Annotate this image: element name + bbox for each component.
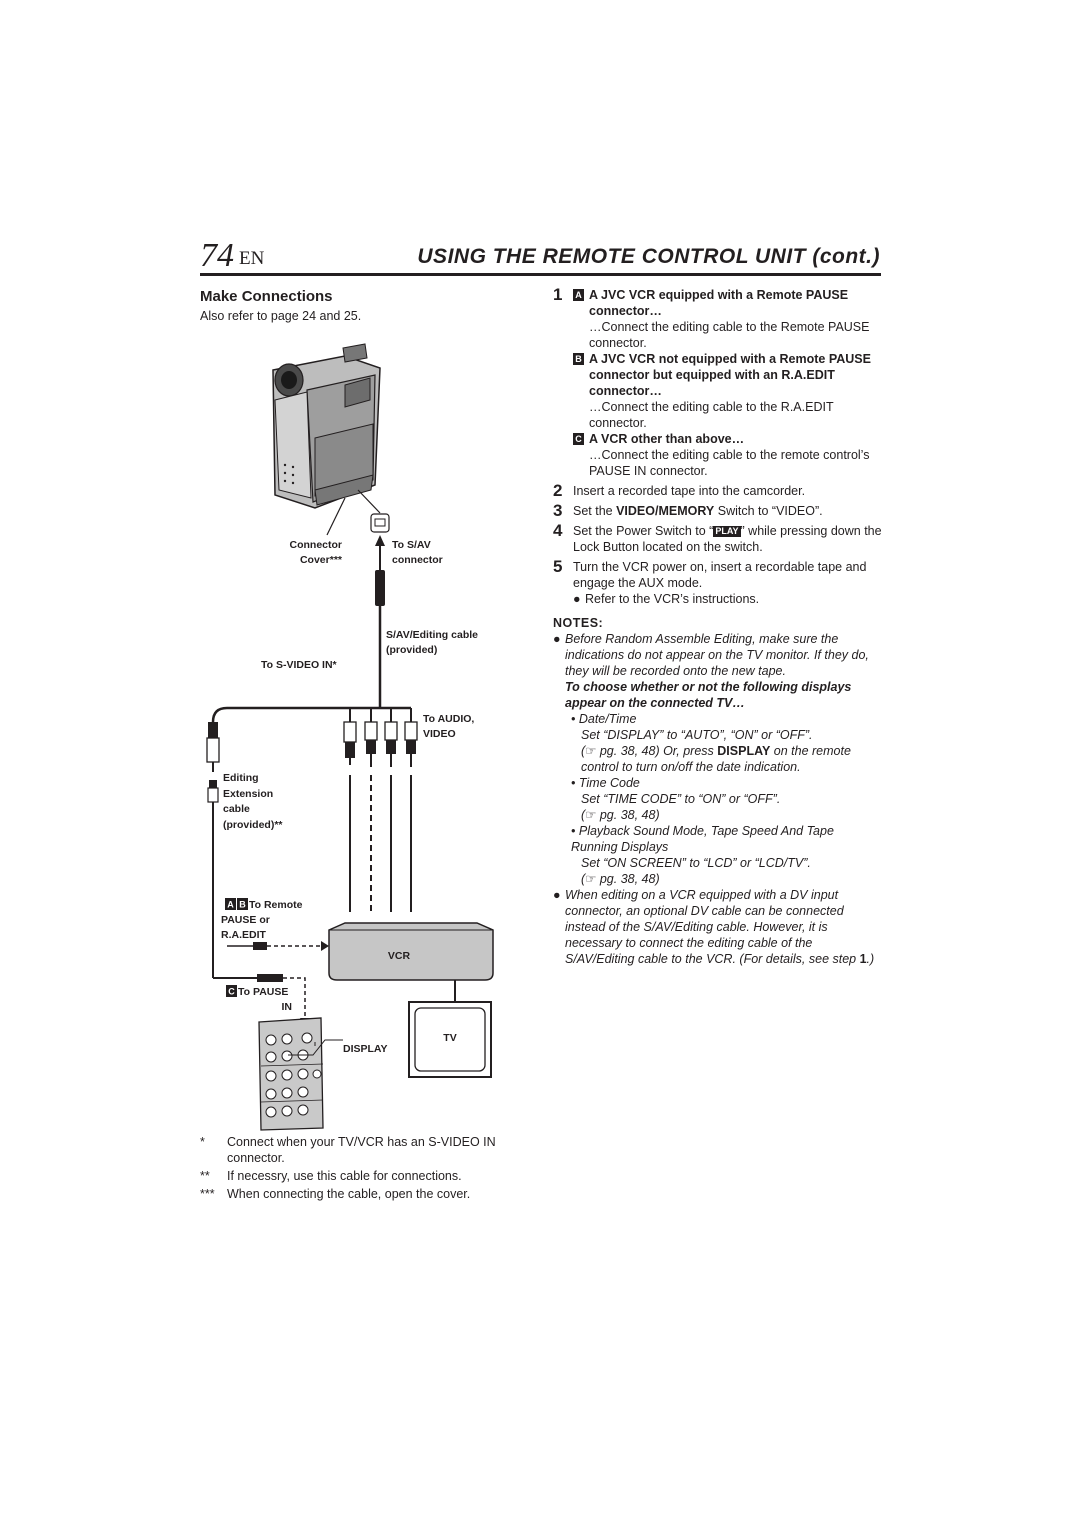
section-title: Make Connections [200,288,333,305]
step-1-option-a: A A JVC VCR equipped with a Remote PAUSE… [573,287,883,351]
step-3: 3 Set the VIDEO/MEMORY Switch to “VIDEO”… [553,501,823,520]
display-label: DISPLAY [343,1043,388,1055]
footnote-3: *** When connecting the cable, open the … [200,1187,471,1201]
header-rule [200,273,881,276]
to-pause-label-2: IN [282,1001,293,1013]
connection-diagram: Connector Cover*** To S/AV connector S/A… [206,343,494,1131]
connector-cover-label: Connector [290,539,343,551]
page-header-title: USING THE REMOTE CONTROL UNIT (cont.) [417,245,880,268]
step-2: 2 Insert a recorded tape into the camcor… [553,481,806,500]
sav-cable-label: S/AV/Editing cable [386,629,478,641]
footnote-1: * Connect when your TV/VCR has an S-VIDE… [200,1135,496,1165]
ext-cable-label-4: (provided)** [223,819,283,831]
sav-cable-label-2: (provided) [386,644,437,656]
instructions-column: 1 A A JVC VCR equipped with a Remote PAU… [553,285,883,967]
step-1-option-c: C A VCR other than above… …Connect the e… [573,431,883,479]
box-c-label: C [228,987,235,997]
footnotes: * Connect when your TV/VCR has an S-VIDE… [200,1134,530,1204]
camcorder-illustration [272,343,381,509]
play-mode-icon: PLAY [713,526,741,537]
note-2: ● When editing on a VCR equipped with a … [553,888,875,966]
to-audio-label-2: VIDEO [423,728,456,740]
step-5: 5 Turn the VCR power on, insert a record… [553,557,867,606]
page-number: 74 [200,237,234,274]
remote-control-illustration [258,1017,324,1131]
page-language: EN [239,248,265,269]
step-1: 1 A A JVC VCR equipped with a Remote PAU… [553,285,883,479]
to-audio-label: To AUDIO, [423,713,474,725]
to-remote-label: To Remote [249,899,303,911]
ext-cable-label: Editing [223,772,259,784]
to-remote-label-3: R.A.EDIT [221,929,267,941]
to-svideo-label: To S-VIDEO IN* [261,659,338,671]
footnote-2: ** If necessry, use this cable for conne… [200,1169,462,1183]
step-1-option-b: B A JVC VCR not equipped with a Remote P… [573,351,883,431]
ext-cable-label-3: cable [223,803,250,815]
to-sav-label: To S/AV [392,539,431,551]
step-4: 4 Set the Power Switch to “PLAY” while p… [553,521,882,554]
notes-heading: NOTES: [553,616,604,630]
box-b-label: B [239,900,246,910]
also-refer-text: Also refer to page 24 and 25. [200,309,362,323]
notes-list: ● Before Random Assemble Editing, make s… [553,631,883,967]
tv-label: TV [443,1032,456,1044]
to-pause-label: To PAUSE [238,986,288,998]
vcr-label: VCR [388,950,411,962]
ext-cable-label-2: Extension [223,788,273,800]
note-1: ● Before Random Assemble Editing, make s… [553,632,869,886]
to-remote-label-2: PAUSE or [221,914,270,926]
connector-cover-label-2: Cover*** [300,554,343,566]
box-a-label: A [227,900,234,910]
to-sav-label-2: connector [392,554,443,566]
